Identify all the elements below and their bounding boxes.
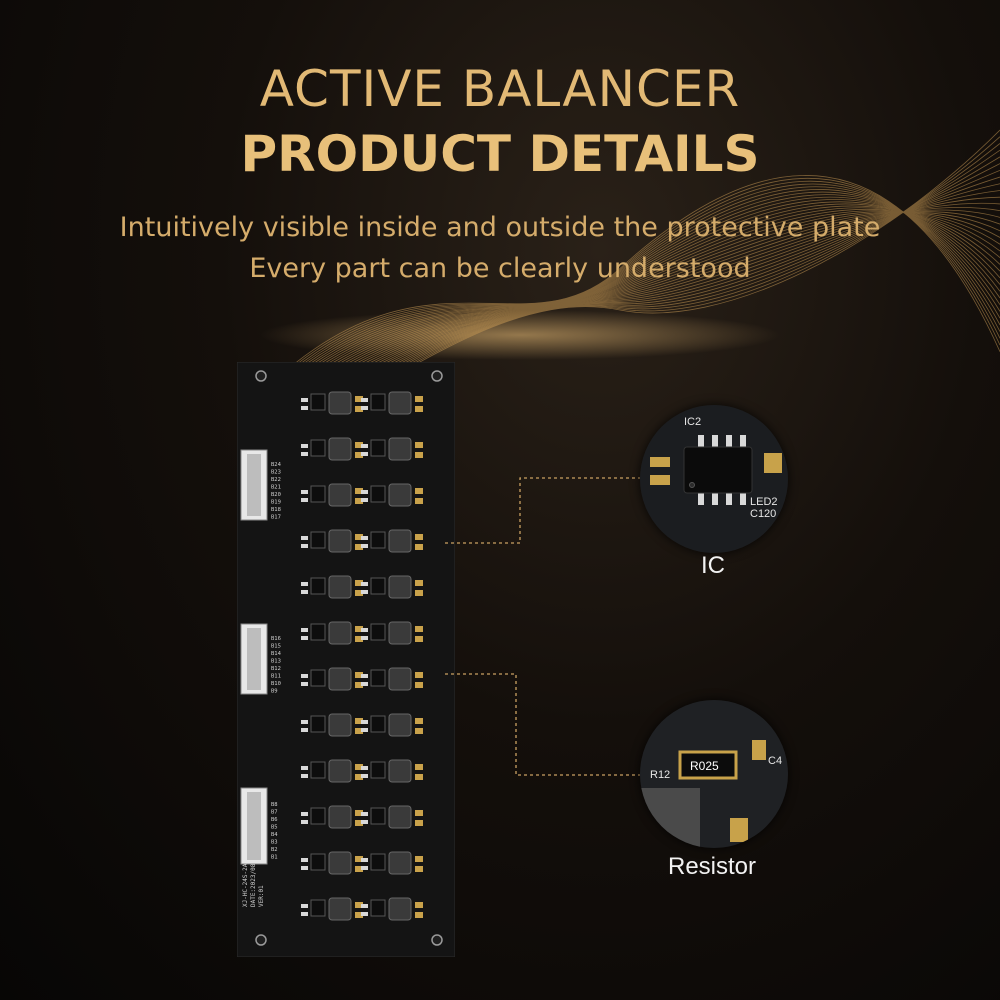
pin-label: B23	[271, 470, 281, 476]
board-version-text: VER:01	[258, 885, 265, 907]
pin-label: B7	[271, 810, 278, 816]
pin-label: B5	[271, 825, 278, 831]
wave-line	[239, 199, 1000, 430]
wave-line	[239, 211, 1000, 442]
balancer-cell	[301, 713, 363, 737]
pin-label: B18	[271, 507, 281, 513]
wave-line	[239, 202, 1000, 452]
pin-label: B1	[271, 855, 278, 861]
balancer-pcb-board: B24B23B22B21B20B19B18B17B16B15B14B13B12B…	[237, 362, 455, 957]
wave-line	[239, 211, 1000, 444]
pin-label: B16	[271, 636, 281, 642]
wave-line	[239, 196, 1000, 429]
ic-chip-icon	[683, 446, 753, 494]
resistor-marking-text: R025	[690, 759, 719, 773]
pin-label: B24	[271, 462, 282, 468]
balancer-cell	[301, 667, 363, 691]
pin-label: B2	[271, 847, 278, 853]
wave-line	[239, 194, 1000, 427]
balancer-cell	[361, 759, 423, 783]
pin-label: B9	[271, 689, 278, 695]
resistor-zoom-label-left: R12	[650, 769, 670, 781]
wave-line	[239, 196, 1000, 454]
wave-line	[239, 207, 1000, 437]
pin-label: B12	[271, 666, 281, 672]
pin-label: B8	[271, 802, 278, 808]
ic-zoom-label-right2: C120	[750, 508, 776, 520]
balancer-cell	[361, 391, 423, 415]
wave-line	[239, 175, 1000, 415]
pin-label: B10	[271, 681, 281, 687]
pin-label: B11	[271, 674, 281, 680]
pin-label: B17	[271, 515, 281, 521]
title-line-1: ACTIVE BALANCER	[259, 60, 741, 118]
ic-zoom-circle: IC2 LED2 C120	[640, 405, 788, 553]
board-model-text: XJ-HC-24S-2A	[242, 863, 249, 907]
subtitle-line-1: Intuitively visible inside and outside t…	[119, 212, 881, 243]
balancer-cell	[301, 759, 363, 783]
wave-line	[239, 177, 1000, 417]
pin-label: B21	[271, 485, 281, 491]
balancer-cell	[361, 713, 423, 737]
balancer-cell	[361, 805, 423, 829]
balancer-cell	[361, 667, 423, 691]
balancer-cell	[301, 897, 363, 921]
pin-label: B20	[271, 492, 281, 498]
resistor-zoom-label-right: C4	[768, 755, 782, 767]
balancer-cell	[301, 805, 363, 829]
connector-bottom	[240, 787, 268, 865]
wave-line	[239, 211, 1000, 447]
wave-line	[239, 189, 1000, 424]
balancer-cell	[361, 621, 423, 645]
subtitle-line-2: Every part can be clearly understood	[249, 253, 751, 284]
balancer-cell	[301, 483, 363, 507]
wave-line	[239, 186, 1000, 422]
pin-label: B19	[271, 500, 281, 506]
ic-callout-label: IC	[701, 552, 725, 579]
connector-middle	[240, 623, 268, 695]
balancer-cell	[301, 437, 363, 461]
resistor-icon	[678, 750, 738, 780]
balancer-cell	[361, 897, 423, 921]
pin-label: B4	[271, 832, 278, 838]
wave-line	[239, 206, 1000, 451]
wave-line	[239, 183, 1000, 420]
title-line-2: PRODUCT DETAILS	[240, 125, 760, 183]
wave-line	[239, 180, 1000, 419]
wave-line	[239, 210, 1000, 441]
wave-line	[239, 191, 1000, 425]
resistor-callout-label: Resistor	[668, 853, 757, 880]
pin-label: B13	[271, 659, 281, 665]
ic-zoom-label-right: LED2	[750, 496, 778, 508]
balancer-cell	[361, 483, 423, 507]
wave-line	[239, 190, 1000, 456]
wave-line	[239, 209, 1000, 439]
wave-line	[239, 209, 1000, 449]
balancer-cell	[361, 529, 423, 553]
balancer-cell	[301, 529, 363, 553]
connector-top	[240, 449, 268, 521]
pin-label: B22	[271, 477, 281, 483]
balancer-cell	[301, 391, 363, 415]
wave-line	[239, 203, 1000, 434]
balancer-cell	[361, 851, 423, 875]
balancer-cell	[361, 575, 423, 599]
pin-label: B14	[271, 651, 282, 657]
balancer-cell	[301, 575, 363, 599]
pin-label: B6	[271, 817, 278, 823]
pin-label: B15	[271, 644, 281, 650]
board-date-text: DATE:2023/08	[250, 863, 257, 907]
wave-line	[239, 205, 1000, 436]
balancer-cell	[361, 437, 423, 461]
resistor-zoom-circle: R025 R12 C4	[640, 700, 788, 848]
ic-zoom-label-top: IC2	[684, 416, 701, 428]
balancer-cell	[301, 621, 363, 645]
wave-line	[239, 201, 1000, 432]
pin-label: B3	[271, 840, 278, 846]
wave-line	[239, 211, 1000, 446]
balancer-cell	[301, 851, 363, 875]
